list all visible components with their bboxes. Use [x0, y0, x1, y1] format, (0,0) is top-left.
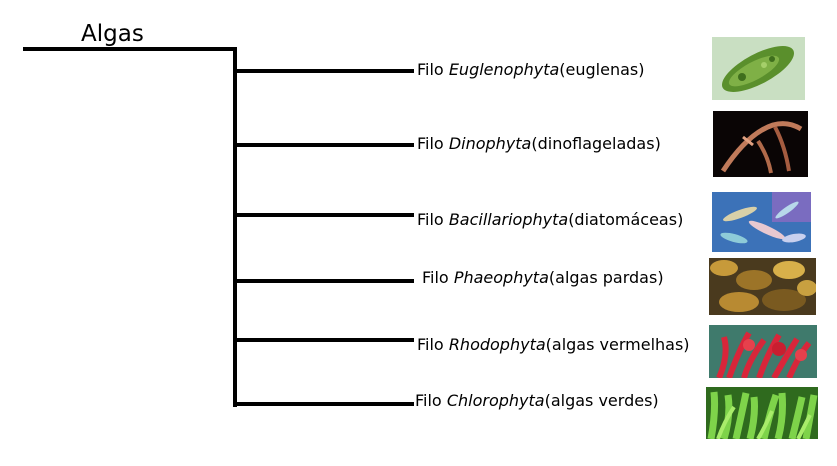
euglena-photo	[712, 37, 805, 100]
phylum-name: Euglenophyta	[448, 60, 560, 79]
phylum-label-rhodophyta: Filo Rhodophyta(algas vermelhas)	[417, 335, 690, 355]
branch-line	[233, 338, 414, 342]
root-branch-line	[23, 47, 237, 51]
phylum-name: Rhodophyta	[448, 335, 546, 354]
phylum-common-name: (diatomáceas)	[568, 210, 684, 229]
phylum-prefix: Filo	[415, 391, 447, 410]
phylum-prefix: Filo	[417, 210, 449, 229]
phylum-name: Chlorophyta	[446, 391, 545, 410]
phylum-prefix: Filo	[422, 268, 454, 287]
phylum-common-name: (algas verdes)	[544, 391, 659, 410]
phylum-label-bacillariophyta: Filo Bacillariophyta(diatomáceas)	[417, 210, 683, 230]
phylum-name: Phaeophyta	[453, 268, 549, 287]
branch-line	[233, 279, 414, 283]
phylum-label-chlorophyta: Filo Chlorophyta(algas verdes)	[415, 391, 659, 411]
branch-line	[233, 213, 414, 217]
branch-line	[233, 402, 414, 406]
brown-algae-photo	[709, 258, 816, 315]
branch-line	[233, 143, 414, 147]
red-algae-photo	[709, 325, 817, 378]
phylum-common-name: (euglenas)	[559, 60, 645, 79]
phylum-common-name: (dinoflageladas)	[531, 134, 661, 153]
phylum-common-name: (algas pardas)	[548, 268, 664, 287]
phylum-prefix: Filo	[417, 60, 449, 79]
phylum-common-name: (algas vermelhas)	[545, 335, 690, 354]
diatom-photo	[712, 192, 811, 252]
phylum-prefix: Filo	[417, 335, 449, 354]
green-algae-photo	[706, 387, 818, 439]
trunk-line	[233, 47, 237, 407]
phylum-name: Bacillariophyta	[448, 210, 569, 229]
phylum-label-euglenophyta: Filo Euglenophyta(euglenas)	[417, 60, 644, 80]
root-label: Algas	[81, 21, 144, 47]
phylum-name: Dinophyta	[448, 134, 532, 153]
phylum-prefix: Filo	[417, 134, 449, 153]
phylum-label-phaeophyta: Filo Phaeophyta(algas pardas)	[422, 268, 664, 288]
branch-line	[233, 69, 414, 73]
phylum-label-dinophyta: Filo Dinophyta(dinoflageladas)	[417, 134, 661, 154]
dinoflagellate-photo	[713, 111, 808, 177]
